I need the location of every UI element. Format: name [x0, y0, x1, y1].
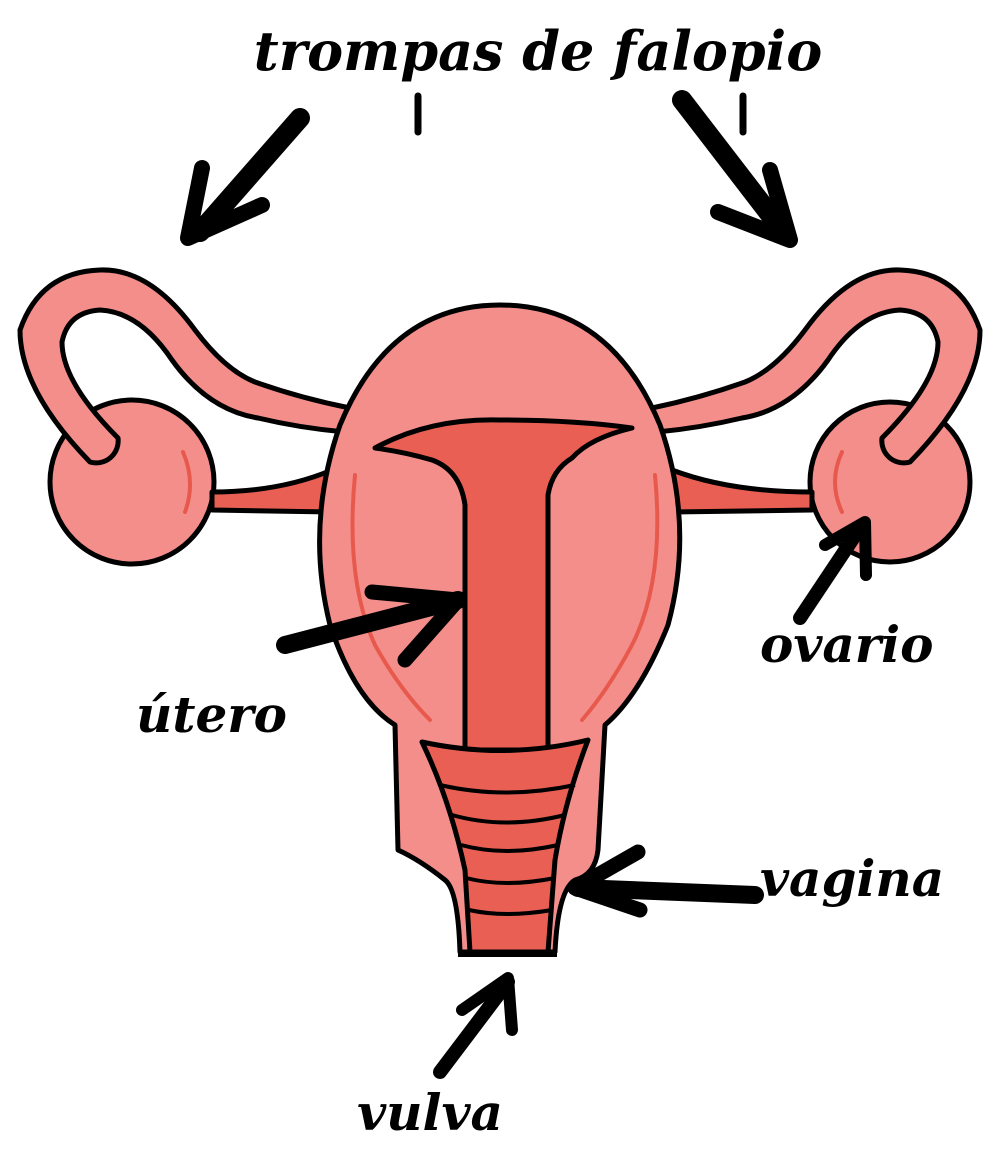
arrow-vagina: [575, 852, 755, 910]
arrow-vulva: [440, 978, 512, 1072]
label-vulva: vulva: [357, 1083, 503, 1142]
arrow-left-tube: [188, 118, 300, 238]
right-ligament: [672, 470, 812, 512]
label-vagina: vagina: [760, 849, 944, 908]
left-ligament: [212, 470, 332, 512]
arrow-ovary: [800, 522, 866, 618]
arrow-right-tube: [682, 100, 790, 240]
label-uterus: útero: [136, 685, 287, 744]
label-fallopian-tubes: trompas de falopio: [254, 19, 822, 83]
right-fallopian-tube: [652, 270, 980, 463]
label-ovary: ovario: [760, 615, 934, 674]
